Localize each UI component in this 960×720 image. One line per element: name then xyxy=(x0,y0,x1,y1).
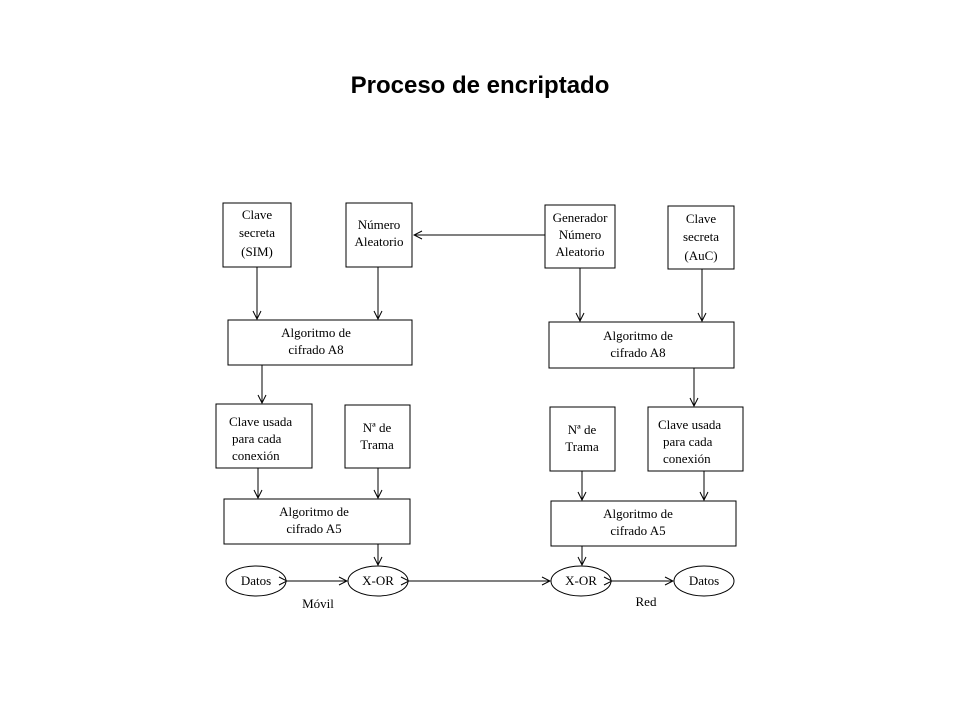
box-label: Clave usada xyxy=(658,417,721,432)
box-label: Clave xyxy=(686,211,717,226)
box-label: (AuC) xyxy=(684,248,717,263)
page-title: Proceso de encriptado xyxy=(350,72,610,99)
box-label: Clave xyxy=(242,207,273,222)
red-label: Red xyxy=(636,594,657,609)
red-data-ellipse: Datos xyxy=(673,565,735,597)
movil-a8-algorithm-box: Algoritmo de cifrado A8 xyxy=(227,319,413,366)
movil-session-key-box: Clave usada para cada conexión xyxy=(215,403,313,469)
box-label: Aleatorio xyxy=(555,244,604,259)
movil-xor-ellipse: X-OR xyxy=(347,565,409,597)
ellipse-label: Datos xyxy=(689,573,719,588)
movil-random-number-box: Número Aleatorio xyxy=(345,202,413,268)
box-label: secreta xyxy=(239,225,275,240)
red-frame-number-box: Nª de Trama xyxy=(549,406,616,472)
movil-data-ellipse: Datos xyxy=(225,565,287,597)
red-a5-algorithm-box: Algoritmo de cifrado A5 xyxy=(550,500,737,547)
box-label: para cada xyxy=(232,431,282,446)
box-label: conexión xyxy=(663,451,711,466)
box-label: cifrado A5 xyxy=(610,523,665,538)
movil-secret-key-box: Clave secreta (SIM) xyxy=(222,202,292,268)
movil-a5-algorithm-box: Algoritmo de cifrado A5 xyxy=(223,498,411,545)
movil-frame-number-box: Nª de Trama xyxy=(344,404,411,469)
box-label: Trama xyxy=(360,437,394,452)
box-label: Aleatorio xyxy=(354,234,403,249)
box-label: cifrado A5 xyxy=(286,521,341,536)
ellipse-label: X-OR xyxy=(565,573,597,588)
box-label: Número xyxy=(358,217,401,232)
box-label: Algoritmo de xyxy=(603,328,673,343)
box-label: cifrado A8 xyxy=(610,345,665,360)
ellipse-label: X-OR xyxy=(362,573,394,588)
box-label: Nª de xyxy=(363,420,392,435)
red-random-generator-box: Generador Número Aleatorio xyxy=(544,204,616,269)
red-secret-key-box: Clave secreta (AuC) xyxy=(667,205,735,270)
flow-arrows xyxy=(257,235,704,581)
red-session-key-box: Clave usada para cada conexión xyxy=(647,406,744,472)
box-label: Trama xyxy=(565,439,599,454)
box-label: Clave usada xyxy=(229,414,292,429)
box-label: Generador xyxy=(553,210,609,225)
box-label: Algoritmo de xyxy=(279,504,349,519)
box-label: (SIM) xyxy=(241,244,273,259)
box-label: cifrado A8 xyxy=(288,342,343,357)
red-a8-algorithm-box: Algoritmo de cifrado A8 xyxy=(548,321,735,369)
box-label: Algoritmo de xyxy=(603,506,673,521)
box-label: conexión xyxy=(232,448,280,463)
box-label: Número xyxy=(559,227,602,242)
red-xor-ellipse: X-OR xyxy=(550,565,612,597)
ellipse-label: Datos xyxy=(241,573,271,588)
box-label: para cada xyxy=(663,434,713,449)
box-label: secreta xyxy=(683,229,719,244)
box-label: Nª de xyxy=(568,422,597,437)
box-label: Algoritmo de xyxy=(281,325,351,340)
movil-label: Móvil xyxy=(302,596,334,611)
